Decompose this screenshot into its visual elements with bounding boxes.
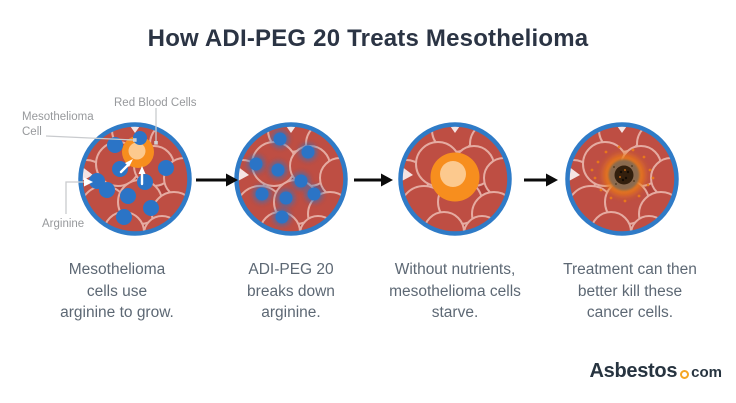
stage-3-caption: Without nutrients, mesothelioma cells st… (389, 261, 521, 321)
arginine-flow-arrows (119, 159, 146, 186)
red-blood-cells-pattern (80, 124, 190, 234)
logo-brand-text: Asbestos (589, 360, 678, 382)
asbestos-com-logo: Asbestos com (590, 360, 722, 382)
flow-arrow-3-icon (524, 173, 558, 187)
blood-cells-arginine-mesothelioma-icon (78, 122, 192, 236)
dissolving-arginine-dots (247, 130, 323, 226)
mesothelioma-cell-label: Mesothelioma Cell (22, 111, 94, 138)
dying-cell (590, 145, 655, 203)
dying-cell-ring-speckles (613, 165, 635, 185)
red-blood-cells-pattern (236, 124, 346, 234)
mesothelioma-cell-icon (122, 136, 154, 168)
mesothelioma-cell-icon (430, 152, 480, 202)
stage-1-caption: Mesothelioma cells use arginine to grow. (60, 261, 174, 321)
stage-4-caption: Treatment can then better kill these can… (563, 261, 697, 321)
arginine-breaking-down-icon (234, 122, 348, 236)
dying-cell-halo-speckles (590, 145, 655, 203)
logo-tld-text: com (691, 364, 722, 381)
red-blood-cells-label: Red Blood Cells (114, 97, 197, 109)
dying-cell-core-speckles (619, 170, 630, 182)
dying-cell-core-flecks (619, 169, 626, 178)
stage-2-caption: ADI-PEG 20 breaks down arginine. (247, 261, 335, 321)
page-title: How ADI-PEG 20 Treats Mesothelioma (147, 25, 589, 52)
dying-cancer-cell-icon (565, 122, 679, 236)
starving-mesothelioma-cell-icon (398, 122, 512, 236)
flow-arrow-1-icon (196, 173, 238, 187)
logo-orange-dot-icon (680, 370, 690, 379)
flow-arrow-2-icon (354, 173, 393, 187)
arginine-label: Arginine (42, 218, 85, 230)
red-blood-cells-pattern (567, 124, 677, 234)
